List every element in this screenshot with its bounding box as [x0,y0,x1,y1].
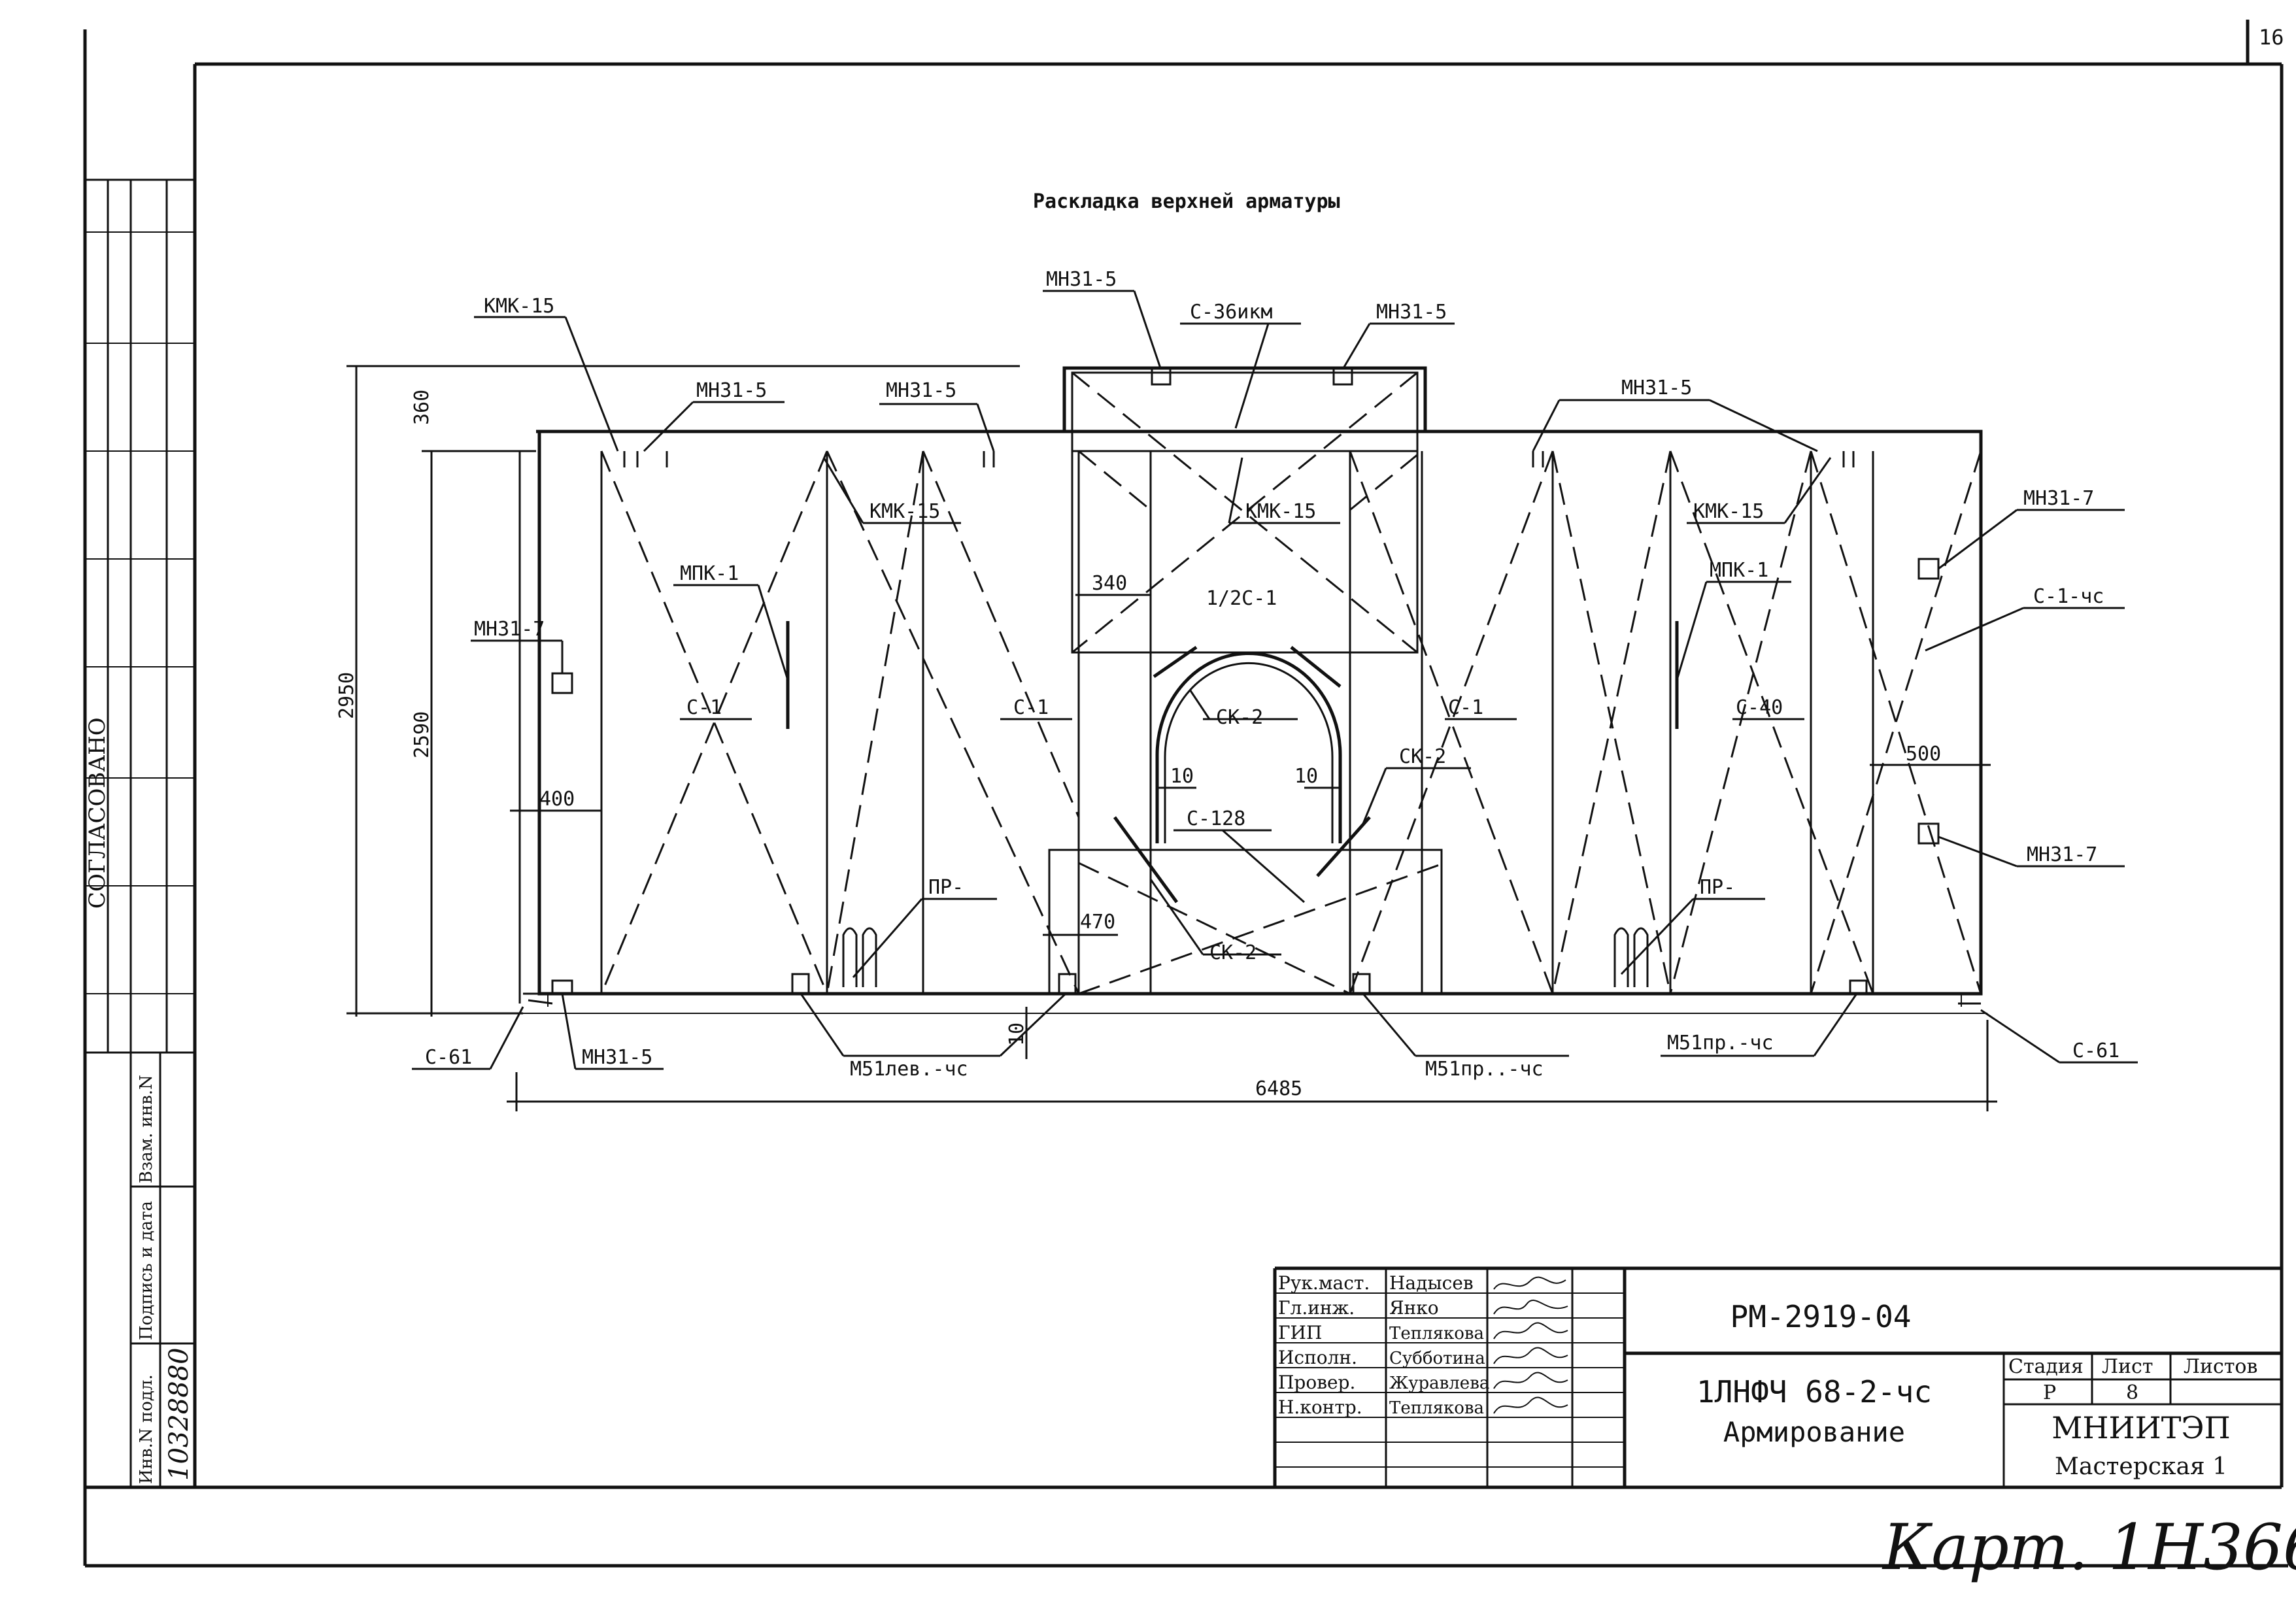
label-ck2-a: СК-2 [1216,706,1263,729]
stage-label: Стадия [2008,1355,2084,1378]
label-c61-a: С-61 [425,1046,472,1069]
name-1: Янко [1389,1297,1439,1319]
top-opening [1071,371,1419,654]
drawing-title: Раскладка верхней арматуры [1033,190,1340,213]
page-number: 16 [2259,25,2284,50]
replace-label: Взам. инв.N [137,1075,156,1183]
organization: МНИИТЭП [2051,1410,2230,1445]
panel-lines [600,451,1874,994]
stage-value: Р [2043,1381,2056,1404]
label-c36: С-36икм [1190,301,1272,324]
label-c128: С-128 [1187,807,1245,830]
role-ruk-mast: Рук.маст. [1278,1272,1370,1294]
rebar-cross-lines [600,450,1982,995]
role-gl-inzh: Гл.инж. [1278,1297,1355,1319]
role-ispoln: Исполн. [1278,1347,1357,1368]
role-n-kontr: Н.контр. [1278,1396,1362,1418]
label-mn315-a: МН31-5 [696,379,767,402]
dim-top-offset: 360 [411,390,433,425]
approval-strip [85,178,195,1487]
product-code: 1ЛНФЧ 68-2-чс [1697,1374,1932,1409]
inv-label: Инв.N подл. [137,1374,156,1484]
label-c1-a: С-1 [686,696,722,719]
label-kmk15-a: КМК-15 [484,295,554,318]
label-mn315-c: МН31-5 [1046,268,1117,291]
dim-arch-left: 10 [1170,765,1194,788]
name-5: Теплякова [1389,1398,1484,1418]
label-mn315-d: МН31-5 [1376,301,1447,324]
label-m51pr-a: М51пр..-чс [1425,1058,1544,1081]
workshop: Мастерская 1 [2055,1453,2227,1480]
dim-overall-height: 2950 [335,672,358,719]
dim-right-gap: 500 [1906,743,1941,766]
label-half-c1: 1/2С-1 [1206,587,1277,610]
sheet-frame [83,20,2288,1568]
wall-outline [518,366,1987,1014]
label-mn315-e: МН31-5 [1621,377,1692,399]
doc-code: РМ-2919-04 [1730,1299,1912,1334]
dim-bottom-gap: 470 [1080,911,1115,934]
label-mn315-b: МН31-5 [886,379,956,402]
name-2: Теплякова [1389,1324,1484,1343]
label-mn315-f: МН31-5 [582,1046,652,1069]
label-ck2-c: СК-2 [1209,941,1257,964]
sheet-value: 8 [2126,1381,2138,1404]
name-0: Надысев [1389,1272,1474,1294]
dim-left-gap: 400 [539,788,575,811]
approval-label: СОГЛАСОВАНО [84,717,110,909]
label-kmk15-c: КМК-15 [1245,500,1316,523]
label-pr-a: ПР- [928,876,964,899]
role-gip: ГИП [1278,1322,1322,1343]
label-m51pr-b: М51пр.-чс [1667,1032,1774,1055]
label-mpk1-b: МПК-1 [1710,559,1768,582]
label-c61-b: С-61 [2072,1039,2119,1062]
label-c1chs: С-1-чс [2033,585,2104,608]
inv-value: 10328880 [164,1347,194,1481]
label-m51lev: М51лев.-чс [850,1058,968,1081]
label-ck2-b: СК-2 [1399,745,1446,768]
handwritten-note: Карт. 1Н366 [1882,1511,2296,1584]
sheets-label: Листов [2184,1355,2257,1378]
dim-wall-height: 2590 [411,711,433,758]
name-3: Субботина [1389,1349,1485,1368]
label-mn317-a: МН31-7 [2023,487,2094,510]
label-c1-c: С-1 [1448,696,1483,719]
label-kmk15-b: КМК-15 [869,500,940,523]
label-mpk1-a: МПК-1 [680,562,739,585]
role-prover: Провер. [1278,1372,1355,1393]
title-block-grid [1273,1266,2282,1487]
sign-date-label: Подпись и дата [137,1201,156,1340]
signatures [1493,1276,1568,1414]
name-4: Журавлева [1389,1374,1489,1393]
dimension-lines [346,365,1997,1111]
dim-overall-width: 6485 [1255,1077,1302,1100]
label-c40: С-40 [1736,696,1783,719]
sheet-label: Лист [2102,1355,2153,1378]
dim-opening-gap: 340 [1092,572,1127,595]
dim-base-offset: 10 [1005,1022,1028,1046]
dim-arch-right: 10 [1294,765,1318,788]
label-c1-b: С-1 [1013,696,1049,719]
label-kmk15-d: КМК-15 [1693,500,1764,523]
label-mn317-c: МН31-7 [2027,843,2097,866]
subject: Армирование [1723,1416,1905,1448]
leader-lines [412,290,2138,1070]
label-pr-b: ПР- [1700,876,1735,899]
label-mn317-b: МН31-7 [474,618,545,641]
